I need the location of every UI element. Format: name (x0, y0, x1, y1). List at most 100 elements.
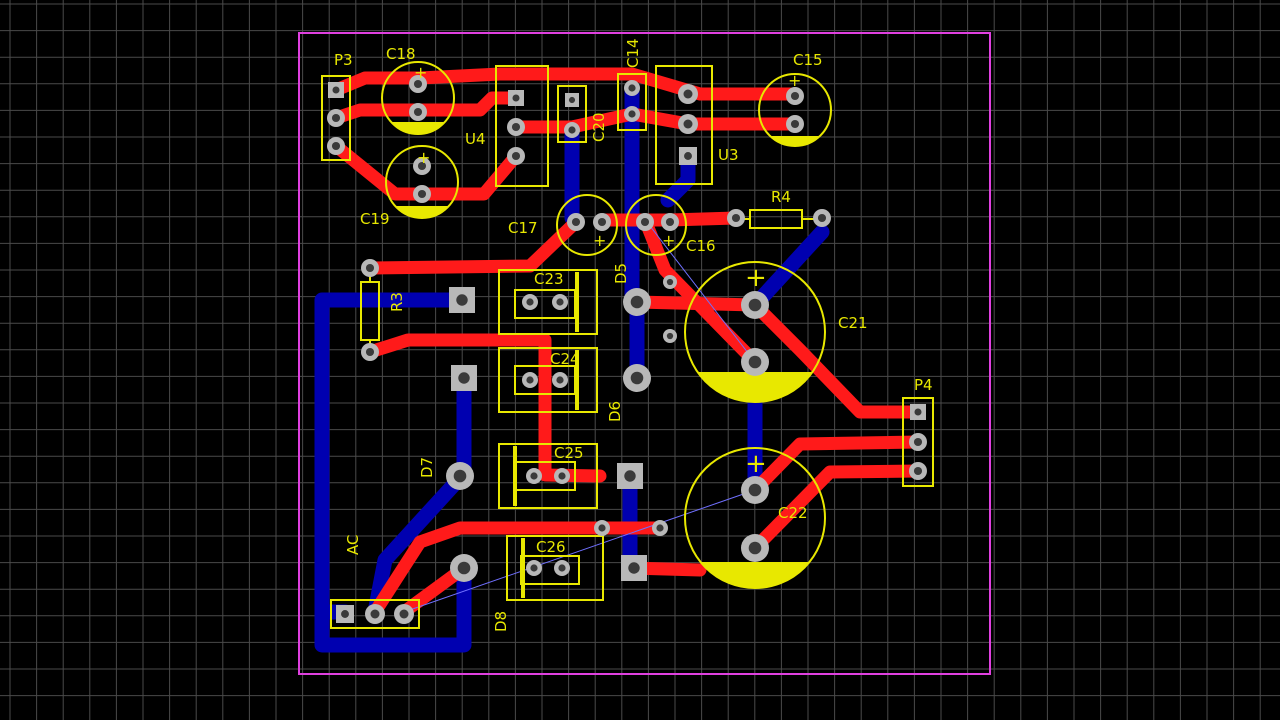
d6-pad-a-hole (630, 371, 644, 385)
label-c26: C26 (536, 538, 566, 556)
label-r4: R4 (771, 188, 791, 206)
label-p4: P4 (914, 376, 933, 394)
bottom-trace-d8-ac (314, 560, 472, 653)
c15-pad-1-hole (790, 91, 800, 101)
c23-pad-2-hole (556, 298, 564, 306)
top-trace-c18b (329, 91, 523, 125)
plus-c21: + (745, 263, 767, 293)
c14-pad-1-hole (628, 84, 636, 92)
d5-pad-k-hole (456, 294, 468, 306)
plus-c15: + (788, 71, 801, 90)
label-ac: AC (344, 535, 362, 555)
d7-pad-k-hole (624, 470, 636, 482)
c25-pad-2-hole (558, 472, 566, 480)
bottom-copper-layer (314, 80, 830, 653)
p3-outline (321, 75, 351, 161)
c21-pad-2-hole (748, 355, 762, 369)
top-trace-c21-p4 (748, 298, 925, 419)
c20-outline (557, 85, 587, 143)
c18-neg-fill (391, 122, 445, 134)
plus-c22: + (745, 449, 767, 479)
r4-outline (749, 209, 803, 229)
d7-pad-a-hole (453, 469, 467, 483)
r4-pad-1-hole (731, 213, 741, 223)
c19-pad-2-hole (417, 189, 427, 199)
c26-pad-1-hole (530, 564, 538, 572)
via-1-hole (666, 278, 674, 286)
p3-pad-1-hole (332, 86, 340, 94)
r3-pad-2-hole (365, 347, 375, 357)
u3-pad-2-hole (683, 119, 693, 129)
via-2-hole (666, 332, 674, 340)
label-c16: C16 (686, 237, 716, 255)
top-trace-ac-c22 (368, 521, 667, 619)
u4-pad-1-hole (512, 94, 520, 102)
top-trace-p3-c19 (329, 139, 523, 201)
u3-outline (655, 65, 713, 185)
p3-pad-3-hole (331, 141, 341, 151)
u4-pad-2-hole (511, 122, 521, 132)
top-trace-r3-c17 (363, 215, 583, 275)
label-d7: D7 (418, 457, 436, 478)
via-3-hole (598, 524, 606, 532)
u3-pad-3-hole (684, 152, 692, 160)
c18-outline (381, 61, 455, 135)
u3-pad-1-hole (683, 89, 693, 99)
c24-pad-2-hole (556, 376, 564, 384)
c24-outline (498, 347, 598, 413)
label-c22: C22 (778, 504, 808, 522)
plus-c16: + (662, 231, 675, 250)
c23-outline (498, 269, 598, 335)
u4-outline (495, 65, 549, 187)
c17-pad-2-hole (597, 217, 607, 227)
plus-c19: + (417, 148, 430, 167)
c21-pad-1-hole (748, 298, 762, 312)
label-p3: P3 (334, 51, 353, 69)
c26-outline (506, 535, 604, 601)
label-c15: C15 (793, 51, 823, 69)
u4-pad-3-hole (511, 151, 521, 161)
c18-pad-1-hole (413, 79, 423, 89)
c25-pad-1-hole (530, 472, 538, 480)
p4-pad-3-hole (913, 466, 923, 476)
ac-pad-3-hole (399, 609, 409, 619)
ac-pad-1-hole (341, 610, 349, 618)
ratsnest-lines (403, 225, 756, 613)
r3-outline (360, 281, 380, 341)
c22-neg-fill (700, 562, 810, 588)
label-u3: U3 (718, 146, 739, 164)
c26-pad-2-hole (558, 564, 566, 572)
label-c23: C23 (534, 270, 564, 288)
designator-labels: P3 C18 C14 C15 C20 U4 U3 C19 C17 C16 R4 … (334, 38, 933, 632)
label-d8: D8 (492, 611, 510, 632)
silkscreen-layer (321, 61, 934, 629)
label-c24: C24 (550, 350, 580, 368)
ac-outline (330, 599, 420, 629)
bottom-trace-ac-loop (314, 292, 470, 620)
top-trace-c22-p4b (748, 464, 925, 555)
c20-pad-1-hole (568, 96, 576, 104)
d5-pad-a-hole (630, 295, 644, 309)
label-c14: C14 (624, 38, 642, 68)
ratsnest-ac-c22 (403, 489, 756, 613)
label-c25: C25 (554, 444, 584, 462)
c14-outline (617, 73, 647, 131)
c23-pad-1-hole (526, 298, 534, 306)
p4-outline (902, 397, 934, 487)
c21-neg-fill (697, 372, 813, 402)
top-trace-c22-p4a (748, 435, 925, 497)
top-trace-c16-c21 (638, 213, 762, 369)
label-u4: U4 (465, 130, 486, 148)
c19-pad-1-hole (417, 161, 427, 171)
label-d5: D5 (612, 263, 630, 284)
p3-pad-2-hole (331, 113, 341, 123)
d8-pad-a-hole (457, 561, 471, 575)
via-4-hole (656, 524, 664, 532)
bottom-trace-d7-ac (367, 470, 468, 620)
ratsnest-c16-c21 (649, 225, 756, 363)
bottom-trace-r4-c21 (747, 224, 830, 313)
c22-pad-2-hole (748, 541, 762, 555)
c16-pad-1-hole (640, 217, 650, 227)
plus-c17: + (593, 231, 606, 250)
